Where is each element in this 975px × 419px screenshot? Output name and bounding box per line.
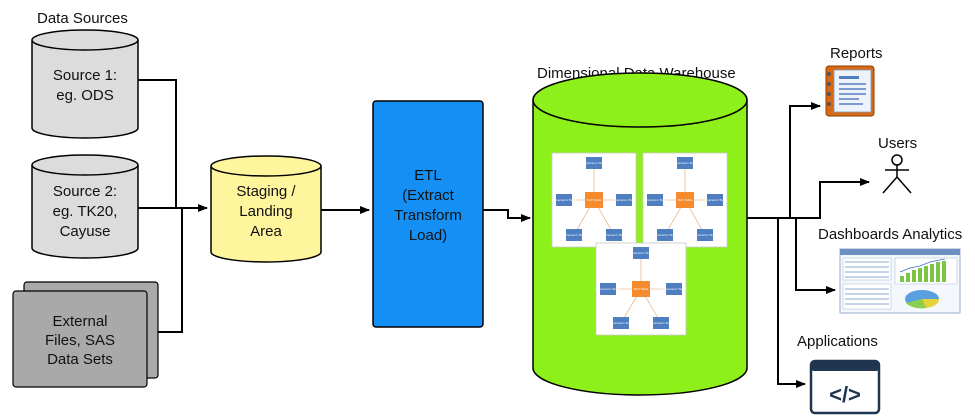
etl-line-4: Load) xyxy=(409,227,447,244)
reports-label: Reports xyxy=(830,45,883,62)
dimension-table-label: Dimension Table xyxy=(552,198,577,202)
etl-line-1: ETL xyxy=(414,167,442,184)
user-stick-figure-icon xyxy=(882,154,912,194)
etl-to-warehouse-arrow xyxy=(483,209,531,222)
dimension-table-box xyxy=(616,194,632,206)
dimension-table-label: Dimension Table xyxy=(643,198,668,202)
data-sources-heading: Data Sources xyxy=(37,10,128,27)
dimension-table-label: Dimension Table xyxy=(693,233,718,237)
dimension-table-box xyxy=(606,229,622,241)
staging-area-cylinder: Staging / Landing Area xyxy=(210,155,322,263)
dimension-table-label: Dimension Table xyxy=(596,287,621,291)
staging-line-3: Area xyxy=(250,223,282,240)
dimension-table-label: Dimension Table xyxy=(582,161,607,165)
dimension-table-box xyxy=(613,317,629,329)
fact-table-box xyxy=(676,192,694,208)
etl-line-2: (Extract xyxy=(402,187,455,204)
external-line-3: Data Sets xyxy=(47,351,113,368)
dimension-table-label: Dimension Table xyxy=(673,161,698,165)
staging-line-2: Landing xyxy=(239,203,292,220)
dimension-table-box xyxy=(697,229,713,241)
etl-line-3: Transform xyxy=(394,207,462,224)
fact-table-label: Fact Table xyxy=(634,287,649,291)
etl-box: ETL (Extract Transform Load) xyxy=(372,100,484,328)
source-2-cylinder: Source 2: eg. TK20, Cayuse xyxy=(31,154,139,259)
dimension-table-box xyxy=(677,157,693,169)
dimension-table-label: Dimension Table xyxy=(649,321,674,325)
dimension-table-box xyxy=(633,247,649,259)
dashboard-screenshot-icon xyxy=(839,248,961,314)
dimension-table-label: Dimension Table xyxy=(662,287,687,291)
applications-label: Applications xyxy=(797,333,878,350)
reports-notebook-icon xyxy=(825,65,875,117)
fact-table-label: Fact Table xyxy=(587,198,602,202)
source-connectors xyxy=(138,79,208,333)
fact-table-box xyxy=(632,281,650,297)
dimension-table-box xyxy=(566,229,582,241)
dimension-table-box xyxy=(600,283,616,295)
dimension-table-box xyxy=(707,194,723,206)
code-symbol: </> xyxy=(829,382,861,407)
dimension-table-box xyxy=(657,229,673,241)
output-connectors xyxy=(747,102,870,388)
dimension-table-label: Dimension Table xyxy=(653,233,678,237)
external-line-1: External xyxy=(52,313,107,330)
staging-line-1: Staging / xyxy=(236,183,296,200)
external-line-2: Files, SAS xyxy=(45,332,115,349)
source-1-cylinder: Source 1: eg. ODS xyxy=(31,29,139,139)
dimension-table-label: Dimension Table xyxy=(612,198,637,202)
users-label: Users xyxy=(878,135,917,152)
source-1-label: Source 1: xyxy=(53,67,117,84)
dimension-table-box xyxy=(647,194,663,206)
fact-table-box xyxy=(585,192,603,208)
dimension-table-box xyxy=(586,157,602,169)
dashboards-label: Dashboards Analytics xyxy=(818,226,962,243)
source-2-example-1: eg. TK20, xyxy=(53,203,118,220)
dimension-table-label: Dimension Table xyxy=(609,321,634,325)
code-window-icon: </> xyxy=(809,359,881,415)
dimension-table-label: Dimension Table xyxy=(602,233,627,237)
fact-table-label: Fact Table xyxy=(678,198,693,202)
dimension-table-box xyxy=(556,194,572,206)
dimension-table-box xyxy=(666,283,682,295)
source-2-label: Source 2: xyxy=(53,183,117,200)
source-2-example-2: Cayuse xyxy=(60,223,111,240)
dimension-table-label: Dimension Table xyxy=(703,198,728,202)
source-1-example: eg. ODS xyxy=(56,87,114,104)
external-files-stack: External Files, SAS Data Sets xyxy=(12,281,159,388)
dimension-table-label: Dimension Table xyxy=(629,251,654,255)
dimension-table-label: Dimension Table xyxy=(562,233,587,237)
dimension-table-box xyxy=(653,317,669,329)
